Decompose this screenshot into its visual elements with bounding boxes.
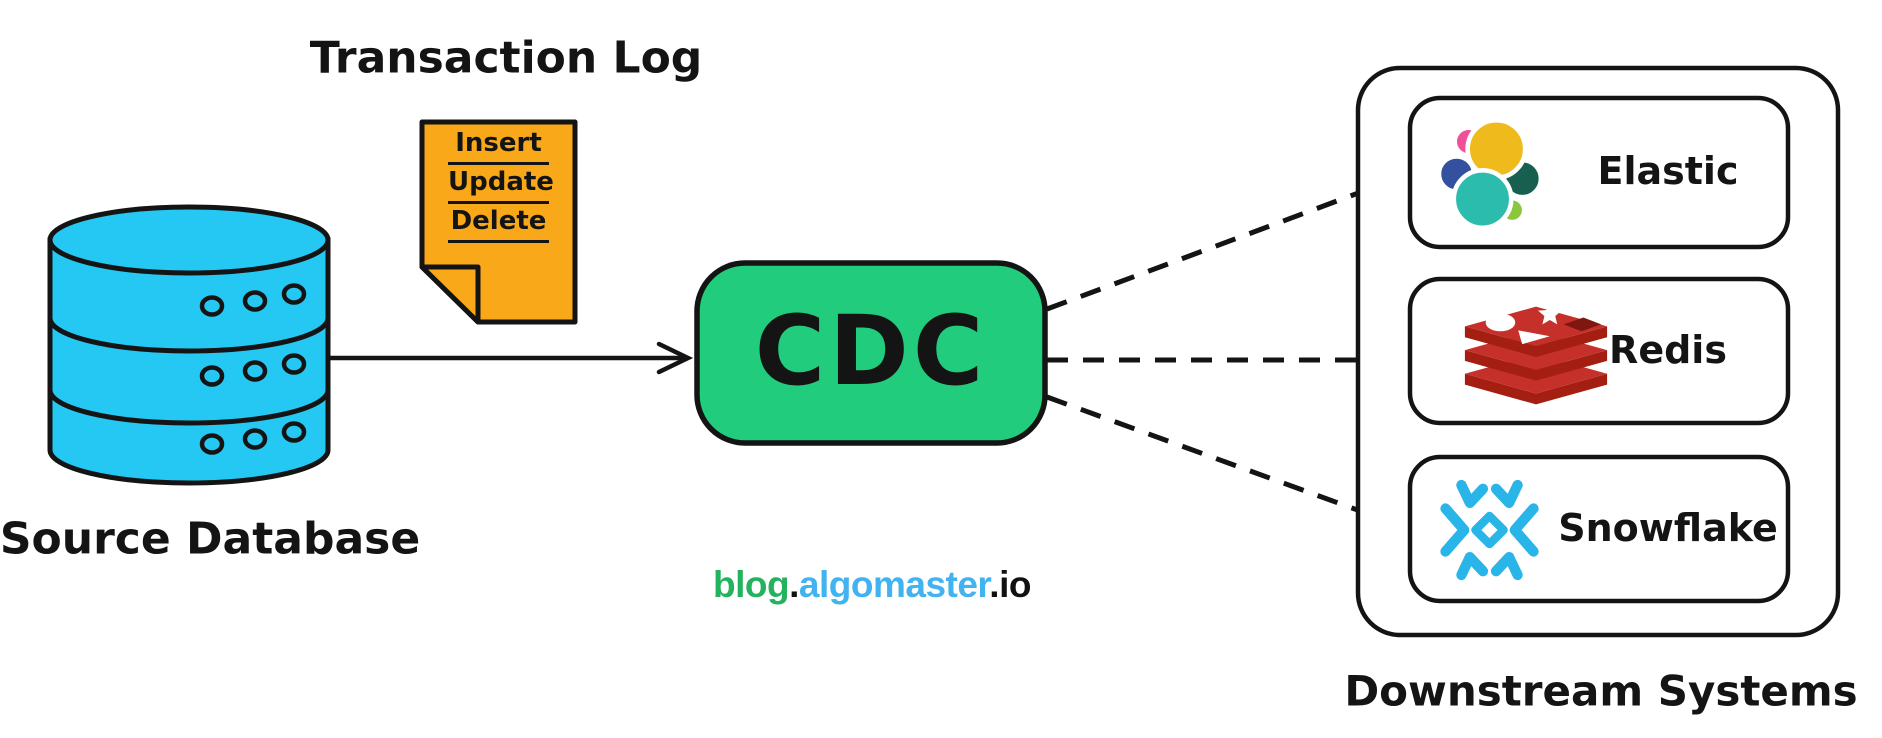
snowflake-label: Snowflake [1558,506,1778,550]
watermark-blog: blog [713,564,790,605]
watermark-dot: . [789,564,799,605]
watermark-tld: .io [989,564,1031,605]
elastic-icon [1438,117,1540,231]
watermark: blog.algomaster.io [713,564,1031,606]
database-dots [199,283,307,455]
log-item-update: Update [448,167,554,204]
arrow-cdc-to-snowflake [1046,394,1401,530]
redis-icon [1464,302,1608,405]
cdc-box [694,260,1048,446]
arrow-cdc-to-elastic [1046,173,1401,312]
source-database-label: Source Database [0,513,421,565]
elastic-label: Elastic [1597,149,1739,193]
transaction-log-document [419,119,578,325]
transaction-log-title: Transaction Log [309,32,703,84]
redis-label: Redis [1609,328,1727,372]
snowflake-icon [1440,479,1539,581]
log-item-delete: Delete [448,206,549,243]
folded-corner [419,264,481,325]
watermark-domain: algomaster [798,564,990,605]
downstream-systems-label: Downstream Systems [1344,666,1858,716]
cdc-label: CDC [754,295,988,407]
database-cylinder-icon [47,204,331,486]
log-item-insert: Insert [448,128,549,165]
